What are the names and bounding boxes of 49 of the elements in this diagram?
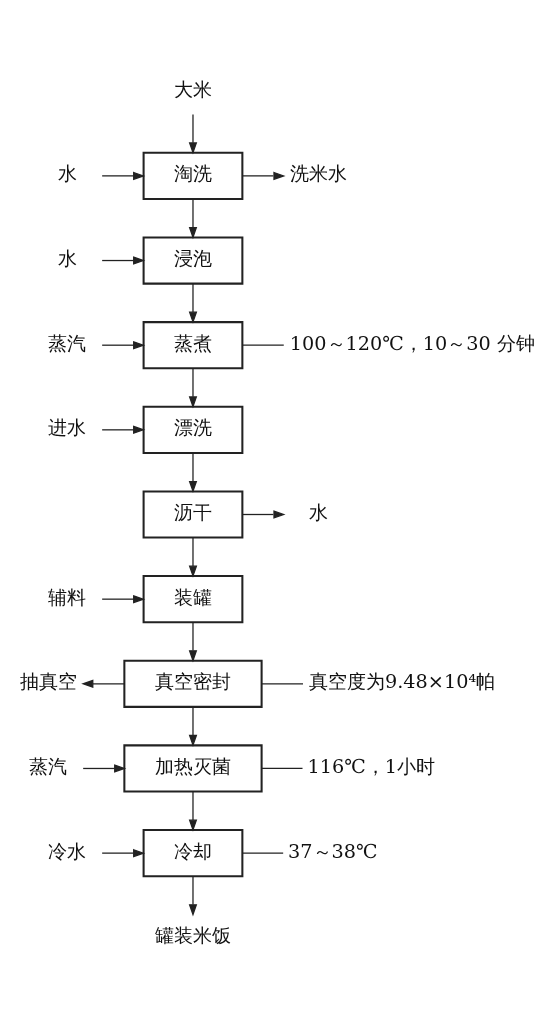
node-box: 漂洗 (142, 405, 244, 454)
node-text: 抽真空 (19, 669, 77, 693)
arrow (188, 621, 198, 662)
arrow (188, 113, 198, 154)
arrow (188, 282, 198, 324)
node-text: 辅料 (48, 585, 87, 609)
node-text: 洗米水 (290, 161, 348, 185)
arrow (101, 340, 146, 349)
node-text: 水 (309, 500, 329, 524)
node-text: 水 (57, 161, 77, 185)
node-box: 冷却 (142, 828, 244, 877)
arrow (101, 171, 146, 180)
arrow (188, 198, 198, 239)
node-box: 装罐 (142, 574, 244, 623)
arrow (241, 171, 286, 180)
node-text: 冷水 (48, 839, 87, 863)
node-text: 116℃，1小时 (307, 754, 436, 778)
node-text: 蒸汽 (48, 331, 87, 355)
node-box: 浸泡 (142, 235, 244, 285)
node-box: 淘洗 (142, 151, 244, 200)
node-box: 蒸煮 (142, 320, 244, 369)
arrow (101, 594, 146, 603)
connector (261, 767, 304, 769)
node-text: 大米 (173, 77, 212, 101)
arrow (82, 763, 127, 773)
node-box: 加热灭菌 (123, 743, 263, 793)
node-text: 37～38℃ (288, 839, 378, 863)
arrow (188, 367, 198, 408)
node-text: 水 (57, 246, 77, 270)
node-box: 真空密封 (123, 659, 263, 708)
connector (242, 852, 284, 854)
arrow (241, 509, 286, 519)
arrow (188, 536, 198, 578)
node-text: 进水 (48, 415, 87, 439)
node-box: 沥干 (142, 489, 244, 539)
arrow (188, 790, 198, 832)
arrow (188, 452, 198, 493)
arrow (101, 425, 146, 434)
arrow (101, 848, 146, 857)
node-text: 罐装米饭 (154, 923, 231, 947)
arrow (188, 875, 198, 916)
node-text: 100～120℃，10～30 分钟 (289, 331, 535, 355)
node-text: 蒸汽 (29, 754, 68, 778)
arrow (188, 705, 198, 747)
arrow (101, 255, 146, 265)
connector (242, 344, 285, 346)
node-text: 真空度为9.48×10⁴帕 (308, 669, 496, 693)
connector (261, 682, 304, 684)
arrow (81, 679, 125, 688)
